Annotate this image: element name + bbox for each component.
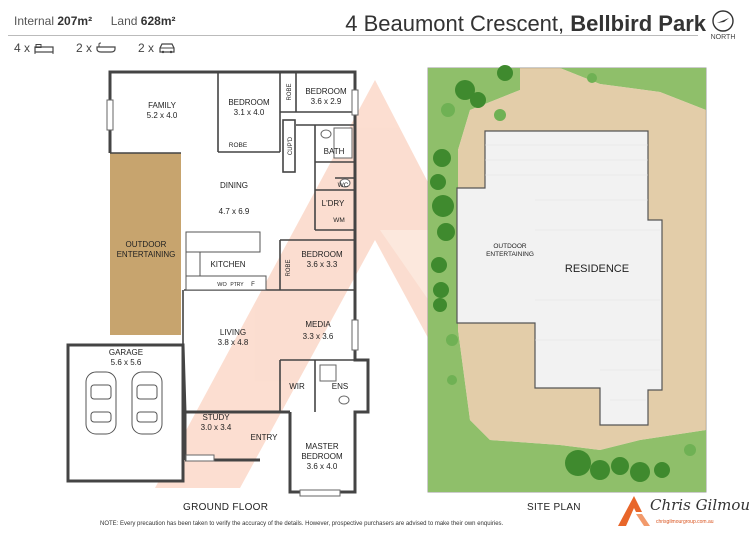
bed-count: 4 x — [14, 41, 31, 55]
site-trees-light — [441, 73, 696, 456]
garage-room — [66, 343, 185, 483]
site-trees — [430, 65, 670, 482]
logo-mark-icon — [618, 496, 650, 526]
property-stats: Internal 207m² Land 628m² — [14, 14, 175, 28]
north-indicator: NORTH — [708, 10, 738, 41]
north-label: NORTH — [710, 34, 736, 41]
internal-label: Internal — [14, 14, 55, 28]
street-address: 4 Beaumont Crescent, — [345, 11, 565, 36]
suburb: Bellbird Park — [570, 11, 706, 36]
land-label: Land — [110, 14, 138, 28]
car-count: 2 x — [138, 41, 155, 55]
agency-logo: Chris Gilmour chrisgilmourgroup.com.au — [616, 492, 750, 532]
bathroom-fixtures — [319, 127, 353, 405]
car-right — [131, 371, 163, 435]
lawn-area — [428, 68, 706, 492]
compass-icon — [712, 10, 734, 32]
header-divider — [8, 35, 698, 36]
feature-counts: 4 x 2 x 2 x — [14, 41, 176, 55]
windows — [106, 89, 359, 497]
interior-walls — [110, 72, 355, 430]
ground-floor-caption: GROUND FLOOR — [183, 502, 269, 513]
residence-footprint — [456, 130, 663, 426]
outdoor-entertaining-area — [110, 153, 181, 335]
kitchen-benches — [185, 231, 267, 291]
site-plan-caption: SITE PLAN — [527, 502, 581, 513]
disclaimer-note: NOTE: Every precaution has been taken to… — [100, 521, 504, 527]
bath-count: 2 x — [76, 41, 93, 55]
car-icon — [159, 43, 175, 54]
bed-icon — [34, 43, 54, 54]
roof-texture — [485, 144, 660, 401]
internal-area: 207m² — [57, 14, 93, 28]
logo-url: chrisgilmourgroup.com.au — [656, 519, 714, 525]
logo-signature: Chris Gilmour — [650, 496, 750, 514]
land-area: 628m² — [140, 14, 176, 28]
car-left — [85, 371, 117, 435]
property-address: 4 Beaumont Crescent, Bellbird Park — [345, 11, 706, 37]
bath-icon — [96, 42, 116, 53]
floor-plan-drawing — [66, 65, 707, 497]
